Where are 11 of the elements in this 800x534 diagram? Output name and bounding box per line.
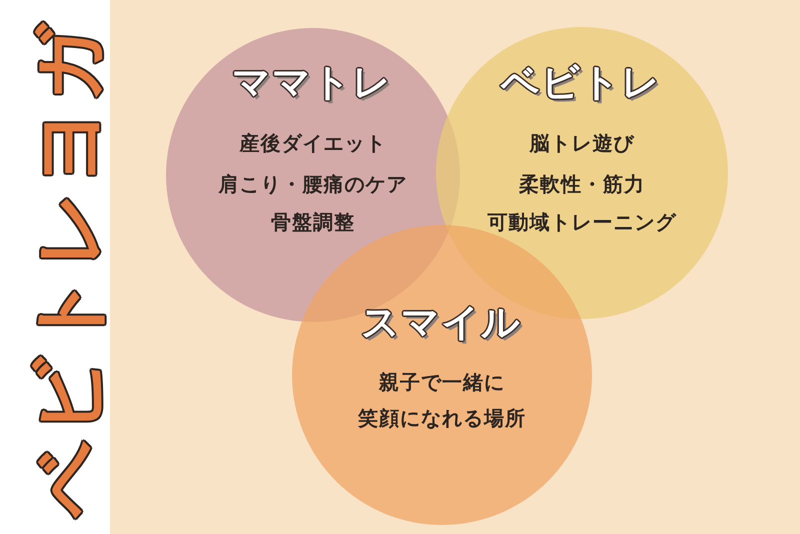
circle-heading: ベビトレ bbox=[499, 59, 662, 105]
circle-text: 骨盤調整 bbox=[271, 209, 355, 235]
circle-text: 柔軟性・筋力 bbox=[519, 171, 645, 197]
circle-text: 肩こり・腰痛のケア bbox=[218, 171, 408, 197]
circle-text: 可動域トレーニング bbox=[488, 209, 676, 235]
circle-heading: ママトレ bbox=[231, 59, 393, 105]
circle-text: 産後ダイエット bbox=[240, 130, 386, 156]
circle-text: 脳トレ遊び bbox=[530, 130, 634, 156]
vertical-title: ベビトレヨガ bbox=[28, 18, 108, 520]
circle-text: 親子で一緒に笑顔になれる場所 bbox=[357, 369, 527, 432]
circle-heading: スマイル bbox=[360, 299, 522, 345]
